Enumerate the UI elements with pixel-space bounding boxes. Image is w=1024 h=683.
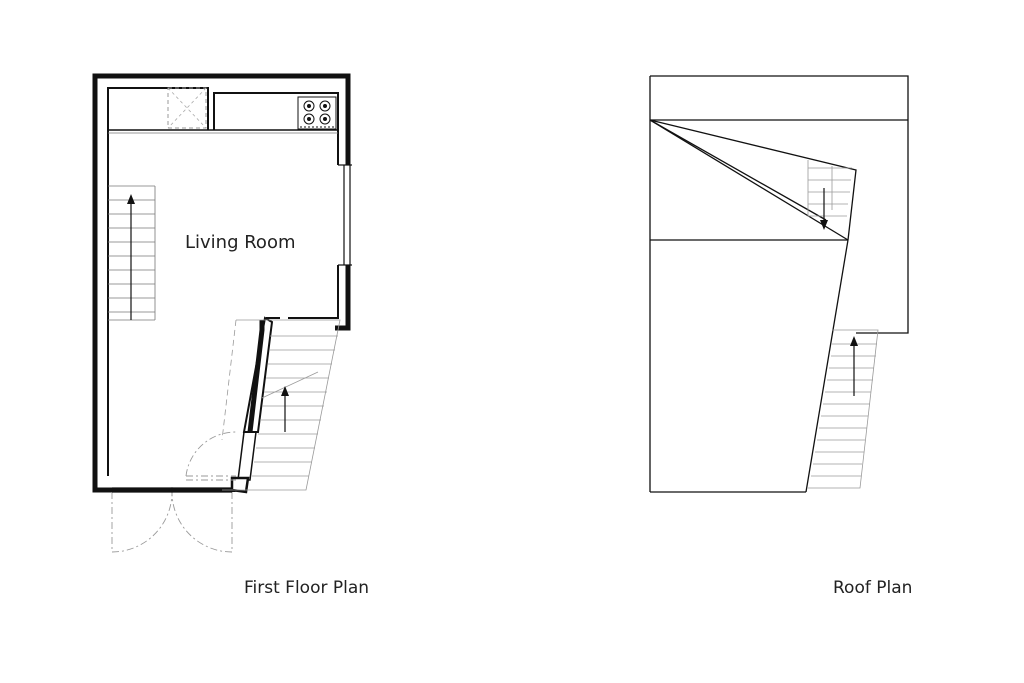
plan-title-roof: Roof Plan [833,578,913,598]
inner-wall-lines [107,87,339,494]
roof-plan [649,75,909,493]
roof-slope-lines [649,119,857,241]
room-label-living: Living Room [185,232,296,253]
stair-up [108,185,156,321]
roof-hatch-stair [807,160,852,230]
first-floor-plan: Living Room [92,73,352,553]
plan-title-first-floor: First Floor Plan [244,578,370,598]
roof-external-stair [808,329,879,489]
door-threshold [112,487,232,493]
external-stair [221,319,341,491]
window [338,164,352,266]
roof-outline [649,75,909,493]
entrance-doors [111,431,237,553]
hob-icon [297,96,337,130]
wall-outline [92,73,351,493]
kitchen-counter [108,87,338,134]
